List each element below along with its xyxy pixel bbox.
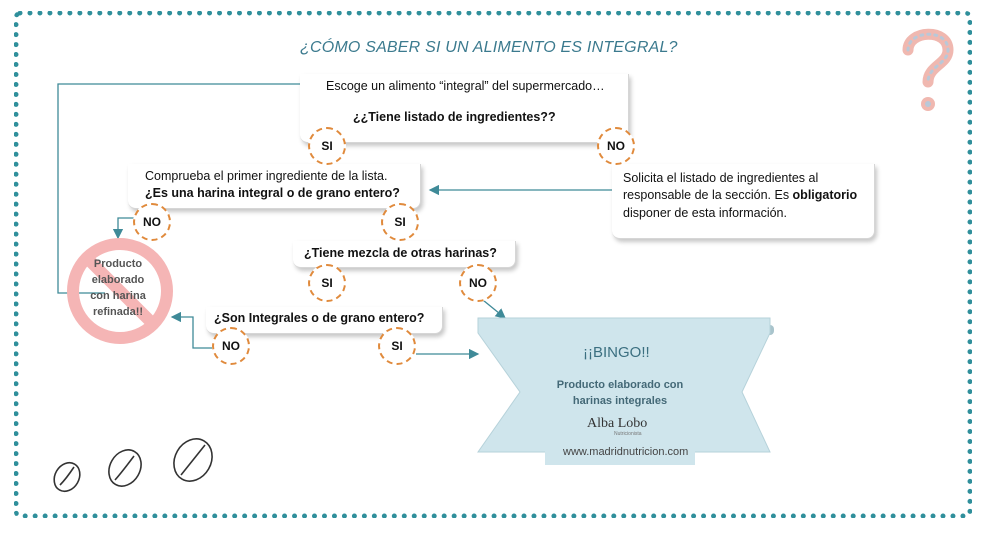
answer-no-check-first: NO [133, 203, 171, 241]
refined-line4: refinada!! [92, 306, 144, 318]
answer-no-integrals: NO [212, 327, 250, 365]
page-title: ¿CÓMO SABER SI UN ALIMENTO ES INTEGRAL? [300, 39, 678, 56]
refined-line3: con harina [90, 290, 146, 302]
answer-no-has-list: NO [597, 127, 635, 165]
step-request-box [612, 164, 875, 239]
step-request-line3: disponer de esta información. [623, 206, 787, 220]
grain-icons [53, 438, 213, 493]
step-mixture-text: ¿Tiene mezcla de otras harinas? [304, 246, 497, 260]
bingo-subtitle: Producto elaborado con harinas integrale… [545, 377, 695, 409]
step-integrals-box [206, 307, 443, 334]
question-mark-icon [902, 28, 954, 111]
step-integrals-text: ¿Son Integrales o de grano entero? [214, 311, 425, 325]
answer-si-integrals: SI [378, 327, 416, 365]
refined-line2: elaborado [91, 274, 145, 286]
bingo-subtitle-line1: Producto elaborado con [556, 379, 684, 391]
step-request-line1: Solicita el listado de ingredientes al [623, 171, 819, 185]
step-check-first-box [128, 164, 421, 209]
step-check-first-line1: Comprueba el primer ingrediente de la li… [145, 169, 388, 183]
step-check-first-line2: ¿Es una harina integral o de grano enter… [145, 186, 400, 200]
step-choose-box [300, 74, 629, 143]
answer-si-has-list: SI [308, 127, 346, 165]
refined-product-label: Producto elaborado con harina refinada!! [78, 256, 158, 320]
answer-si-check-first: SI [381, 203, 419, 241]
answer-si-mixture: SI [308, 264, 346, 302]
refined-line1: Producto [93, 258, 143, 270]
brand-subtitle: Nutricionista [614, 431, 642, 437]
step-request-line2-a: responsable de la sección. Es [623, 188, 793, 202]
dotted-frame [14, 11, 972, 518]
step-has-list-text: ¿¿Tiene listado de ingredientes?? [353, 110, 556, 124]
step-choose-text: Escoge un alimento “integral” del superm… [326, 79, 605, 93]
answer-no-mixture: NO [459, 264, 497, 302]
bingo-subtitle-line2: harinas integrales [572, 395, 668, 407]
bingo-title: ¡¡BINGO!! [583, 344, 650, 361]
step-request-line2-b: obligatorio [792, 188, 858, 202]
step-request-line2: responsable de la sección. Es obligatori… [623, 187, 857, 204]
brand-logo: Alba Lobo [587, 416, 648, 431]
step-mixture-box [293, 241, 516, 268]
website-link[interactable]: www.madridnutricion.com [563, 446, 689, 458]
forbidden-icon [67, 238, 173, 344]
